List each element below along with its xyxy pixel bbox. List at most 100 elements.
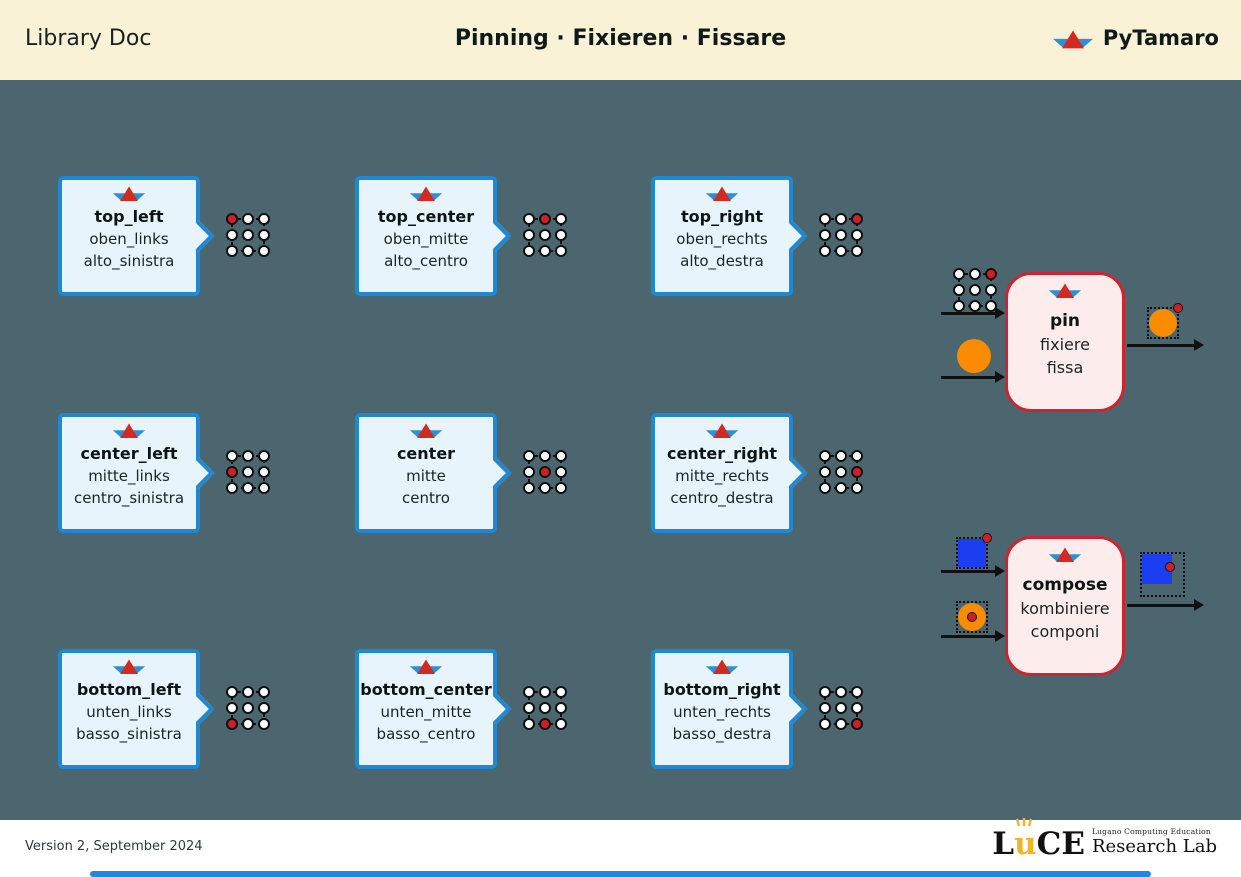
pin-input-circle <box>957 339 991 373</box>
pytamaro-boat-icon <box>62 186 196 204</box>
concept-card-top-right: top_right oben_rechts alto_destra <box>651 176 808 296</box>
concept-italian: basso_centro <box>376 725 476 743</box>
concept-title: top_left <box>94 207 164 226</box>
blue-square <box>958 539 986 567</box>
concept-italian: centro_sinistra <box>73 489 185 507</box>
pytamaro-boat-icon <box>1052 30 1094 52</box>
compose-input-arrow-1 <box>941 570 996 573</box>
pin-grid-bottom-left <box>226 686 270 730</box>
luce-letter-u: u <box>1014 818 1037 862</box>
doc-type-label: Library Doc <box>25 26 152 51</box>
pin-output-graphic <box>1147 303 1183 339</box>
concept-title: bottom_left <box>76 680 182 699</box>
concept-card-bottom-center: bottom_center unten_mitte basso_centro <box>355 649 512 769</box>
compose-input-square <box>956 533 992 569</box>
function-name: pin <box>1049 311 1081 331</box>
concept-italian: alto_destra <box>680 252 764 270</box>
concept-title: top_right <box>681 207 763 226</box>
pytamaro-boat-icon <box>359 423 493 441</box>
concept-card-center-right: center_right mitte_rechts centro_destra <box>651 413 808 533</box>
pin-input-arrow-2 <box>941 376 996 379</box>
concept-german: oben_rechts <box>676 230 768 248</box>
concept-title: bottom_right <box>663 680 781 699</box>
pin-grid-top-left <box>226 213 270 257</box>
pin-point-dot <box>1165 562 1175 572</box>
concept-card-center: center mitte centro <box>355 413 512 533</box>
concept-german: mitte_links <box>88 467 170 485</box>
header-bar: Library Doc Pinning · Fixieren · Fissare… <box>0 0 1241 80</box>
pytamaro-boat-icon <box>359 659 493 677</box>
pin-grid-center-right <box>819 450 863 494</box>
concept-title: bottom_center <box>360 680 492 699</box>
concept-title: center_right <box>667 444 777 463</box>
function-italian: componi <box>1030 622 1100 641</box>
pin-grid-bottom-right <box>819 686 863 730</box>
pytamaro-boat-icon <box>359 186 493 204</box>
concept-german: unten_mitte <box>380 703 472 721</box>
concept-title: center <box>396 444 456 463</box>
pytamaro-logo: PyTamaro <box>1052 24 1219 52</box>
compose-output-graphic <box>1140 552 1185 597</box>
concept-german: oben_links <box>89 230 169 248</box>
compose-function-box: compose kombiniere componi <box>1005 536 1125 676</box>
concept-italian: basso_sinistra <box>76 725 182 743</box>
concept-german: mitte <box>406 467 446 485</box>
compose-output-arrow <box>1127 604 1195 607</box>
luce-tagline: Lugano Computing Education <box>1091 827 1211 836</box>
pin-output-arrow <box>1127 344 1195 347</box>
function-italian: fissa <box>1046 358 1084 377</box>
concept-card-center-left: center_left mitte_links centro_sinistra <box>58 413 215 533</box>
pytamaro-boat-icon <box>1008 547 1122 565</box>
concept-card-top-center: top_center oben_mitte alto_centro <box>355 176 512 296</box>
concept-card-top-left: top_left oben_links alto_sinistra <box>58 176 215 296</box>
luce-text: Lugano Computing Education Research Lab <box>1092 827 1217 860</box>
sun-rays-icon <box>1015 818 1033 827</box>
pin-grid-bottom-center <box>523 686 567 730</box>
concept-title: center_left <box>80 444 178 463</box>
page-title: Pinning · Fixieren · Fissare <box>454 26 787 51</box>
luce-letters-ce: CE <box>1036 826 1085 862</box>
pytamaro-boat-icon <box>655 423 789 441</box>
concept-italian: basso_destra <box>672 725 772 743</box>
concept-italian: alto_centro <box>384 252 468 270</box>
pin-input-grid <box>953 268 997 312</box>
compose-input-circle <box>956 601 988 633</box>
concept-italian: alto_sinistra <box>83 252 175 270</box>
pin-grid-top-right <box>819 213 863 257</box>
compose-input-arrow-2 <box>941 635 996 638</box>
pytamaro-boat-icon <box>655 659 789 677</box>
concept-italian: centro <box>402 489 450 507</box>
concept-title: top_center <box>377 207 475 226</box>
version-label: Version 2, September 2024 <box>25 839 203 854</box>
brand-name: PyTamaro <box>1102 26 1219 50</box>
concept-german: oben_mitte <box>383 230 469 248</box>
pin-input-arrow-1 <box>941 312 996 315</box>
function-german: kombiniere <box>1020 599 1110 618</box>
pin-point-dot <box>967 612 977 622</box>
footer-accent-bar <box>90 871 1151 877</box>
pin-function-box: pin fixiere fissa <box>1005 272 1125 412</box>
concept-card-bottom-left: bottom_left unten_links basso_sinistra <box>58 649 215 769</box>
luce-letter-l: L <box>992 826 1015 862</box>
pytamaro-boat-icon <box>62 423 196 441</box>
pytamaro-boat-icon <box>1008 283 1122 301</box>
concept-german: unten_links <box>86 703 172 721</box>
pin-point-dot <box>1173 303 1183 313</box>
pin-grid-center-left <box>226 450 270 494</box>
pytamaro-boat-icon <box>655 186 789 204</box>
pin-grid-center <box>523 450 567 494</box>
orange-circle <box>1149 309 1177 337</box>
pin-point-dot <box>982 533 992 543</box>
concept-german: mitte_rechts <box>675 467 769 485</box>
pytamaro-boat-icon <box>62 659 196 677</box>
pin-grid-top-center <box>523 213 567 257</box>
function-german: fixiere <box>1040 335 1090 354</box>
concept-german: unten_rechts <box>673 703 771 721</box>
function-name: compose <box>1022 575 1108 595</box>
concept-card-bottom-right: bottom_right unten_rechts basso_destra <box>651 649 808 769</box>
luce-lab-name: Research Lab <box>1091 836 1217 857</box>
